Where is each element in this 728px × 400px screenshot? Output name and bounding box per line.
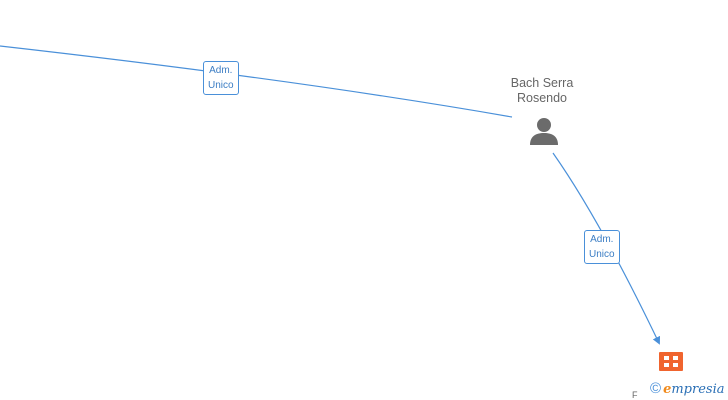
copyright-symbol: ©	[650, 380, 662, 397]
empresia-watermark: ©empresia	[650, 380, 724, 397]
edge-role-line1: Adm.	[590, 234, 614, 245]
edge-role-line2: Unico	[589, 249, 615, 260]
edge-role-label: Adm. Unico	[203, 61, 239, 95]
edge-line-incoming	[0, 45, 513, 118]
brand-logo-text: mpresia	[671, 382, 725, 397]
person-icon[interactable]	[529, 117, 559, 146]
person-node-name[interactable]: Bach Serra Rosendo	[487, 76, 597, 106]
brand-logo-initial: e	[663, 382, 672, 397]
building-icon[interactable]	[659, 352, 683, 371]
edge-role-label: Adm. Unico	[584, 230, 620, 264]
company-node-name[interactable]: F	[632, 390, 638, 400]
edge-role-line1: Adm.	[209, 65, 233, 76]
person-name-line2: Rosendo	[516, 91, 568, 105]
person-name-line1: Bach Serra	[510, 76, 574, 90]
edge-role-line2: Unico	[208, 80, 234, 91]
